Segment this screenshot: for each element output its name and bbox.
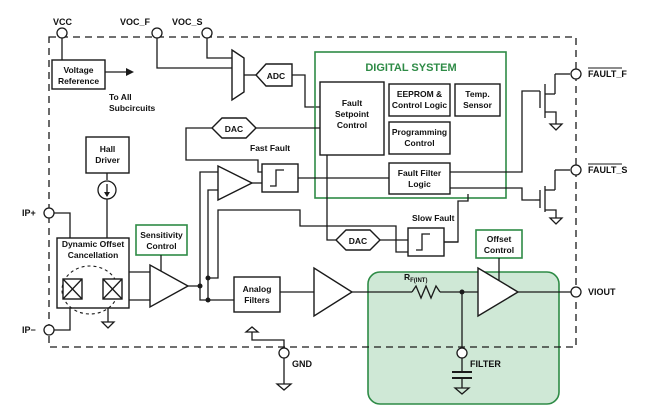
analog-filters-label-1: Analog [243, 284, 272, 294]
voltage-reference-label-2: Reference [58, 76, 99, 86]
ground-symbol [548, 123, 564, 131]
dac-bottom-label: DAC [349, 236, 367, 246]
fast-fault-preamp [217, 164, 254, 202]
viout-pin [570, 286, 582, 298]
offset-control-block [475, 229, 523, 259]
fault-setpoint-label-3: Control [337, 120, 367, 130]
filter-label: FILTER [470, 359, 501, 369]
fault-f-label: FAULT_F [588, 69, 627, 79]
filter-pin [456, 347, 468, 359]
input-mux [231, 48, 245, 102]
fault-setpoint-label-2: Setpoint [335, 109, 369, 119]
voltage-reference-block [51, 59, 106, 90]
temp-sensor-block [454, 83, 501, 117]
temp-sensor-label-1: Temp. [465, 89, 489, 99]
ip-plus-pin [43, 207, 55, 219]
sensitivity-control-block [135, 224, 188, 256]
sensitivity-label-1: Sensitivity [140, 230, 183, 240]
gnd-pin [278, 347, 290, 359]
rf-int-label: RF(INT) [404, 272, 427, 284]
eeprom-control-logic-block [388, 83, 451, 117]
arrowhead [104, 192, 110, 197]
fault-filter-label-2: Logic [408, 179, 431, 189]
junction-dot [197, 283, 203, 289]
arrowhead [126, 68, 134, 76]
hall-driver-block [85, 136, 130, 174]
eeprom-label-1: EEPROM & [397, 89, 442, 99]
offset-control-label-1: Offset [487, 234, 512, 244]
to-all-subcircuits-1: To All [109, 92, 132, 102]
output-filter-region [367, 271, 560, 405]
voltage-reference-label-1: Voltage [63, 65, 93, 75]
fault-f-pin [570, 68, 582, 80]
fault-setpoint-label-1: Fault [342, 98, 362, 108]
programming-label-1: Programming [392, 127, 447, 137]
doc-label-1: Dynamic Offset [62, 239, 125, 249]
digital-system-title: DIGITAL SYSTEM [365, 62, 456, 74]
dac-top-label: DAC [225, 124, 243, 134]
offset-control-label-2: Control [484, 245, 514, 255]
gnd-label: GND [292, 359, 313, 369]
fault-filter-logic-block [388, 162, 451, 195]
ip-minus-pin [43, 324, 55, 336]
adc-label: ADC [267, 71, 285, 81]
vcc-pin [56, 27, 68, 39]
hall-driver-label-1: Hall [100, 144, 116, 154]
temp-sensor-label-2: Sensor [463, 100, 493, 110]
hall-driver-label-2: Driver [95, 155, 120, 165]
slow-fault-comparator [407, 227, 445, 257]
slow-fault-label: Slow Fault [412, 213, 455, 223]
ground-symbol [453, 387, 471, 395]
ip-minus-label: IP− [22, 325, 36, 335]
voc-f-label: VOC_F [120, 17, 151, 27]
sensitivity-label-2: Control [146, 241, 176, 251]
voc-s-pin [201, 27, 213, 39]
programming-label-2: Control [404, 138, 434, 148]
fast-fault-comparator [261, 163, 299, 193]
digital-system-region [314, 51, 507, 199]
ground-symbol [100, 321, 116, 329]
ground-symbol [275, 383, 293, 391]
voc-s-label: VOC_S [172, 17, 203, 27]
ground-symbol [548, 217, 564, 225]
analog-filters-label-2: Filters [244, 295, 270, 305]
sensitivity-amplifier [149, 263, 190, 309]
ip-plus-label: IP+ [22, 208, 36, 218]
voc-f-pin [151, 27, 163, 39]
junction-dot [205, 297, 211, 303]
eeprom-label-2: Control Logic [392, 100, 448, 110]
output-amplifier [477, 266, 520, 318]
doc-label-2: Cancellation [68, 250, 119, 260]
fault-filter-label-1: Fault Filter [398, 168, 442, 178]
fault-setpoint-control-block [319, 81, 385, 156]
package-outline [48, 36, 577, 348]
output-buffer [313, 266, 354, 318]
analog-filters-block [233, 276, 281, 313]
rf-int-resistor [411, 284, 441, 300]
viout-label: VIOUT [588, 287, 616, 297]
ground-symbol [244, 326, 260, 333]
fast-fault-label: Fast Fault [250, 143, 290, 153]
fault-s-pin [570, 164, 582, 176]
vcc-label: VCC [53, 17, 73, 27]
to-all-subcircuits-2: Subcircuits [109, 103, 156, 113]
fault-s-label: FAULT_S [588, 165, 627, 175]
programming-control-block [388, 121, 451, 155]
